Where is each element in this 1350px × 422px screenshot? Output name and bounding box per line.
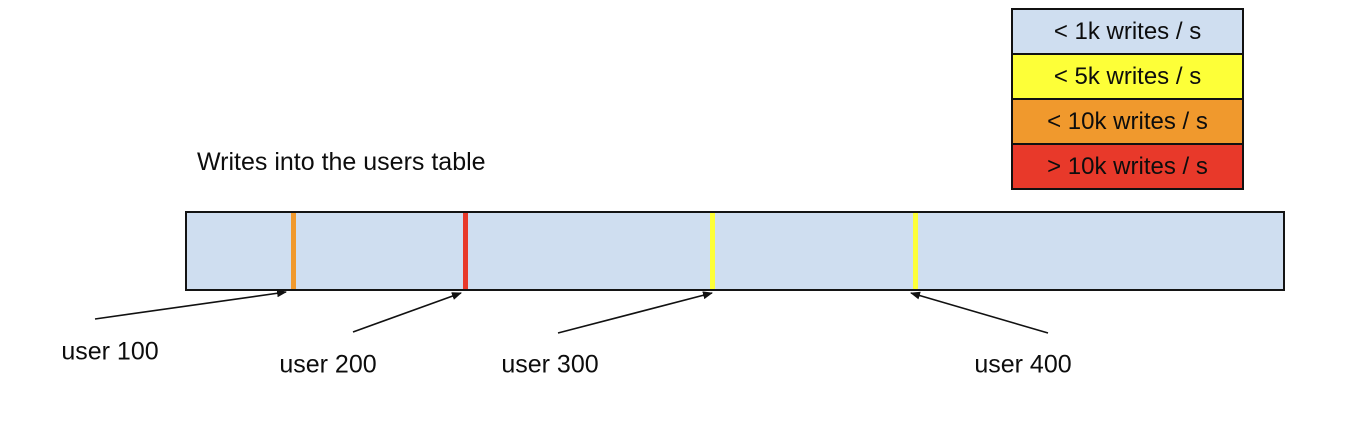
user-100-label: user 100 [61,337,159,366]
legend-item-label: < 10k writes / s [1047,107,1208,135]
user-400-label: user 400 [974,350,1072,379]
legend-item-1: < 1k writes / s [1011,8,1244,55]
users-table-bar [185,211,1285,291]
user-300-label: user 300 [501,350,599,379]
user-300-marker [710,213,716,289]
user-400-marker [912,213,918,289]
user-100-marker [291,213,297,289]
legend-item-label: < 5k writes / s [1053,62,1202,90]
user-200-marker [462,213,468,289]
legend-item-4: > 10k writes / s [1011,143,1244,190]
legend-item-label: > 10k writes / s [1047,152,1208,180]
legend-item-label: < 1k writes / s [1053,17,1202,45]
user-200-arrow [352,292,462,333]
legend-item-3: < 10k writes / s [1011,98,1244,145]
legend-item-2: < 5k writes / s [1011,53,1244,100]
diagram-title: Writes into the users table [197,148,486,176]
legend: < 1k writes / s < 5k writes / s < 10k writ… [1011,8,1244,190]
user-300-arrow [557,291,713,334]
user-400-arrow [910,291,1049,334]
user-100-arrow [94,289,287,320]
user-200-label: user 200 [279,350,377,379]
